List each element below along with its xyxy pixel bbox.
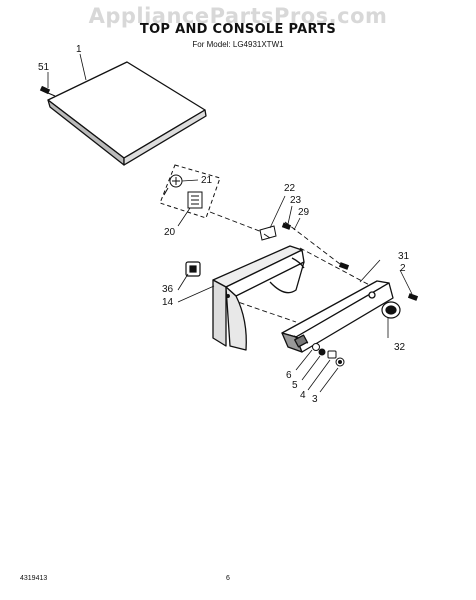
label-51: 51 bbox=[38, 62, 50, 73]
label-21: 21 bbox=[201, 175, 213, 186]
screw-29 bbox=[338, 262, 350, 270]
part-labels: 51 1 21 20 22 23 29 31 2 36 14 32 6 5 4 … bbox=[38, 44, 410, 405]
knob-32 bbox=[381, 301, 401, 319]
small-parts bbox=[312, 343, 345, 367]
timer-assembly bbox=[159, 164, 221, 219]
knob-36 bbox=[185, 261, 201, 277]
label-5: 5 bbox=[292, 380, 298, 391]
label-14: 14 bbox=[162, 297, 174, 308]
label-4: 4 bbox=[300, 390, 306, 401]
control-panel bbox=[281, 280, 394, 353]
label-32: 32 bbox=[394, 342, 406, 353]
label-22: 22 bbox=[284, 183, 296, 194]
leader-lines bbox=[47, 53, 413, 393]
label-3: 3 bbox=[312, 394, 318, 405]
screw-2 bbox=[407, 293, 419, 301]
page-title: TOP AND CONSOLE PARTS bbox=[139, 22, 337, 37]
label-6: 6 bbox=[286, 370, 292, 381]
label-1: 1 bbox=[76, 44, 82, 55]
page-number: 6 bbox=[226, 575, 230, 582]
label-2: 2 bbox=[400, 263, 406, 274]
top-panel bbox=[47, 61, 207, 166]
screw-23 bbox=[281, 222, 292, 230]
label-31: 31 bbox=[398, 251, 410, 262]
label-23: 23 bbox=[290, 195, 302, 206]
label-29: 29 bbox=[298, 207, 310, 218]
watermark: AppliancePartsPros.com bbox=[88, 4, 388, 28]
label-20: 20 bbox=[164, 227, 176, 238]
label-36: 36 bbox=[162, 284, 174, 295]
model-subtitle: For Model: LG4931XTW1 bbox=[192, 40, 284, 49]
console-housing bbox=[212, 245, 305, 351]
screw-51 bbox=[39, 85, 56, 97]
bracket-22 bbox=[259, 225, 277, 241]
document-number: 4319413 bbox=[20, 575, 48, 582]
